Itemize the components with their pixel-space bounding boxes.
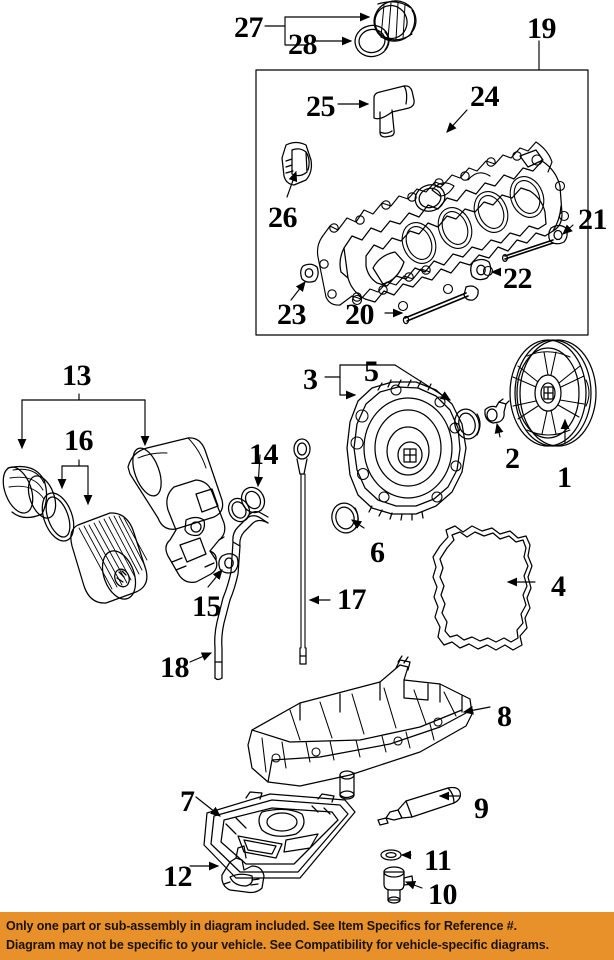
leader-18 (189, 652, 213, 663)
part-dipstick (293, 438, 311, 665)
callout-18: 18 (160, 651, 190, 684)
disclaimer-line-1: Only one part or sub-assembly in diagram… (6, 919, 518, 933)
part-oil-level-sensor (221, 845, 265, 894)
leader-21 (562, 224, 574, 235)
leader-bracket-3-5 (324, 364, 396, 400)
leader-27 (264, 12, 371, 46)
callout-16: 16 (64, 424, 94, 457)
callout-25: 25 (306, 90, 336, 123)
callout-22: 22 (503, 262, 533, 295)
callout-24: 24 (470, 80, 500, 113)
callout-12: 12 (163, 860, 193, 893)
part-oil-filler-cap (373, 0, 417, 42)
leader-14 (254, 454, 264, 488)
callout-10: 10 (428, 878, 458, 911)
leader-26 (286, 170, 298, 198)
callout-26: 26 (268, 201, 298, 234)
part-drain-plug (383, 866, 414, 904)
callout-11: 11 (424, 844, 452, 877)
leader-15 (207, 569, 223, 588)
callout-15: 15 (192, 590, 222, 623)
disclaimer-banner: Only one part or sub-assembly in diagram… (0, 912, 614, 960)
part-crank-pulley (509, 339, 597, 447)
part-timing-cover-gasket (432, 525, 533, 651)
callout-17: 17 (337, 583, 367, 616)
part-sealant-tube (377, 786, 461, 826)
group-box-19 (255, 69, 589, 336)
leader-10 (404, 881, 423, 890)
leader-23 (290, 281, 306, 301)
leader-8 (462, 705, 491, 715)
leader-bracket-13 (17, 393, 150, 450)
part-front-seal (454, 408, 481, 440)
part-oil-filter-element (70, 512, 148, 604)
callout-2: 2 (505, 442, 520, 475)
part-breather-fitting (373, 85, 415, 138)
part-grommet-21 (501, 224, 568, 263)
part-nut-23 (300, 263, 319, 283)
part-drain-washer (380, 849, 402, 861)
callout-7: 7 (180, 785, 195, 818)
part-oil-filler-cap-seal (354, 24, 390, 58)
leader-6 (351, 519, 365, 529)
callout-20: 20 (345, 298, 375, 331)
part-oil-separator-cap (281, 141, 313, 186)
callout-27: 27 (234, 11, 264, 44)
part-valve-cover-body (339, 149, 570, 312)
part-timing-cover (346, 379, 467, 521)
part-lower-oil-pan (203, 791, 356, 879)
part-valve-cover-gasket (316, 141, 553, 306)
disclaimer-line-2: Diagram may not be specific to your vehi… (6, 938, 549, 952)
part-bolt-20 (402, 285, 479, 325)
callout-28: 28 (288, 28, 318, 61)
callout-19: 19 (527, 12, 557, 45)
callout-14: 14 (249, 438, 279, 471)
part-grommet-22 (470, 258, 492, 281)
part-filter-o-ring (41, 492, 75, 542)
callout-9: 9 (474, 792, 489, 825)
callout-13: 13 (62, 359, 92, 392)
callout-6: 6 (370, 536, 385, 569)
part-o-ring-15 (218, 553, 239, 574)
part-crank-seal-6 (331, 502, 359, 534)
leader-2 (494, 422, 504, 438)
callout-21: 21 (578, 203, 608, 236)
callout-8: 8 (497, 700, 512, 733)
callout-4: 4 (551, 570, 566, 603)
leader-24 (446, 109, 468, 133)
part-oil-filter-housing (127, 437, 226, 583)
part-upper-oil-pan (247, 655, 473, 800)
leader-bracket-16 (57, 459, 93, 506)
part-dipstick-tube (214, 511, 269, 681)
callout-1: 1 (557, 461, 572, 494)
leader-7 (195, 796, 221, 817)
callout-5: 5 (364, 355, 379, 388)
callout-3: 3 (303, 363, 318, 396)
part-pulley-bolt-2 (484, 398, 510, 424)
callout-23: 23 (277, 298, 307, 331)
